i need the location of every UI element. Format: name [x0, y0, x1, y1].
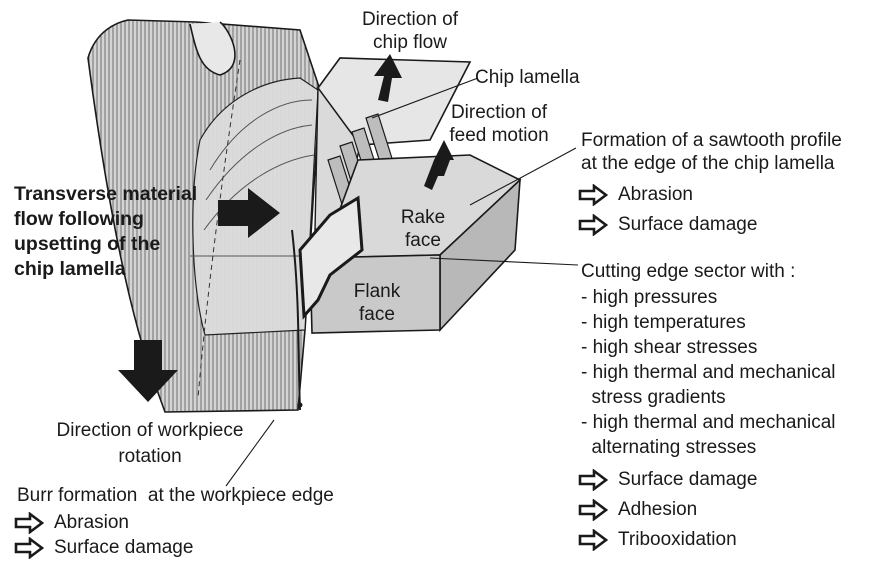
sawtooth-effect-abrasion: Abrasion	[578, 183, 693, 206]
flank-face-label: Flank face	[344, 280, 410, 326]
feed-motion-label: Direction of feed motion	[440, 101, 558, 147]
cutting-edge-label: Cutting edge sector with :	[581, 261, 796, 282]
sawtooth-line1: Formation of a sawtooth profile	[581, 130, 842, 151]
feed-motion-arrow-icon	[424, 140, 454, 190]
cutting-edge-effect-tribooxidation: Tribooxidation	[578, 528, 737, 551]
sawtooth-label: Formation of a sawtooth profile at the e…	[581, 129, 842, 175]
rake-face-line1: Rake	[400, 207, 446, 228]
outlined-right-arrow-icon	[578, 498, 608, 521]
motion-arrows	[118, 54, 454, 402]
chip-flow-line1: Direction of	[361, 9, 459, 30]
chip-flow-label: Direction of chip flow	[340, 8, 480, 54]
list-item: alternating stresses	[581, 437, 757, 458]
workpiece-rotation-line1: Direction of workpiece	[56, 420, 244, 441]
effect-text: Surface damage	[54, 537, 194, 558]
cutting-edge-effect-surface-damage: Surface damage	[578, 468, 757, 491]
effect-text: Adhesion	[618, 499, 698, 520]
list-item: - high shear stresses	[581, 337, 758, 358]
transverse-line3: upsetting of the	[14, 233, 161, 255]
workpiece-rotation-arrow-icon	[118, 340, 178, 402]
flank-face-line2: face	[359, 304, 395, 325]
outlined-right-arrow-icon	[578, 213, 608, 236]
outlined-right-arrow-icon	[578, 183, 608, 206]
burr-effect-surface-damage: Surface damage	[14, 536, 193, 559]
leader-lines	[225, 77, 579, 487]
workpiece-rotation-label: Direction of workpiece rotation	[30, 419, 270, 468]
outlined-right-arrow-icon	[578, 468, 608, 491]
list-item: - high thermal and mechanical	[581, 412, 836, 433]
list-item: - high temperatures	[581, 312, 746, 333]
workpiece-rotation-line2: rotation	[118, 446, 182, 467]
effect-text: Abrasion	[618, 184, 693, 205]
effect-text: Tribooxidation	[618, 529, 737, 550]
rake-face-line2: face	[405, 230, 441, 251]
effect-text: Surface damage	[618, 214, 758, 235]
rake-face-label: Rake face	[392, 206, 454, 252]
sawtooth-line2: at the edge of the chip lamella	[581, 153, 835, 174]
effect-text: Abrasion	[54, 512, 129, 533]
sawtooth-effect-surface-damage: Surface damage	[578, 213, 757, 236]
feed-motion-line1: Direction of	[450, 102, 548, 123]
flank-face-line1: Flank	[353, 281, 401, 302]
outlined-right-arrow-icon	[14, 536, 44, 559]
effect-text: Surface damage	[618, 469, 758, 490]
list-item: - high thermal and mechanical	[581, 362, 836, 383]
burr-formation-label: Burr formation at the workpiece edge	[17, 485, 334, 506]
transverse-flow-label: Transverse material flow following upset…	[14, 182, 197, 282]
list-item: stress gradients	[581, 387, 726, 408]
transverse-line4: chip lamella	[14, 258, 126, 280]
chip-lamella-label: Chip lamella	[475, 67, 580, 88]
cutting-tool	[298, 154, 522, 334]
cutting-edge-list: - high pressures - high temperatures - h…	[581, 285, 836, 460]
list-item: - high pressures	[581, 287, 718, 308]
outlined-right-arrow-icon	[14, 511, 44, 534]
feed-motion-line2: feed motion	[449, 125, 549, 146]
transverse-line1: Transverse material	[14, 183, 198, 205]
transverse-flow-arrow-icon	[218, 188, 280, 238]
burr-effect-abrasion: Abrasion	[14, 511, 129, 534]
outlined-right-arrow-icon	[578, 528, 608, 551]
transverse-line2: flow following	[14, 208, 144, 230]
chip-flow-line2: chip flow	[373, 32, 447, 53]
cutting-edge-effect-adhesion: Adhesion	[578, 498, 697, 521]
chip-flow-arrow-icon	[374, 54, 402, 102]
